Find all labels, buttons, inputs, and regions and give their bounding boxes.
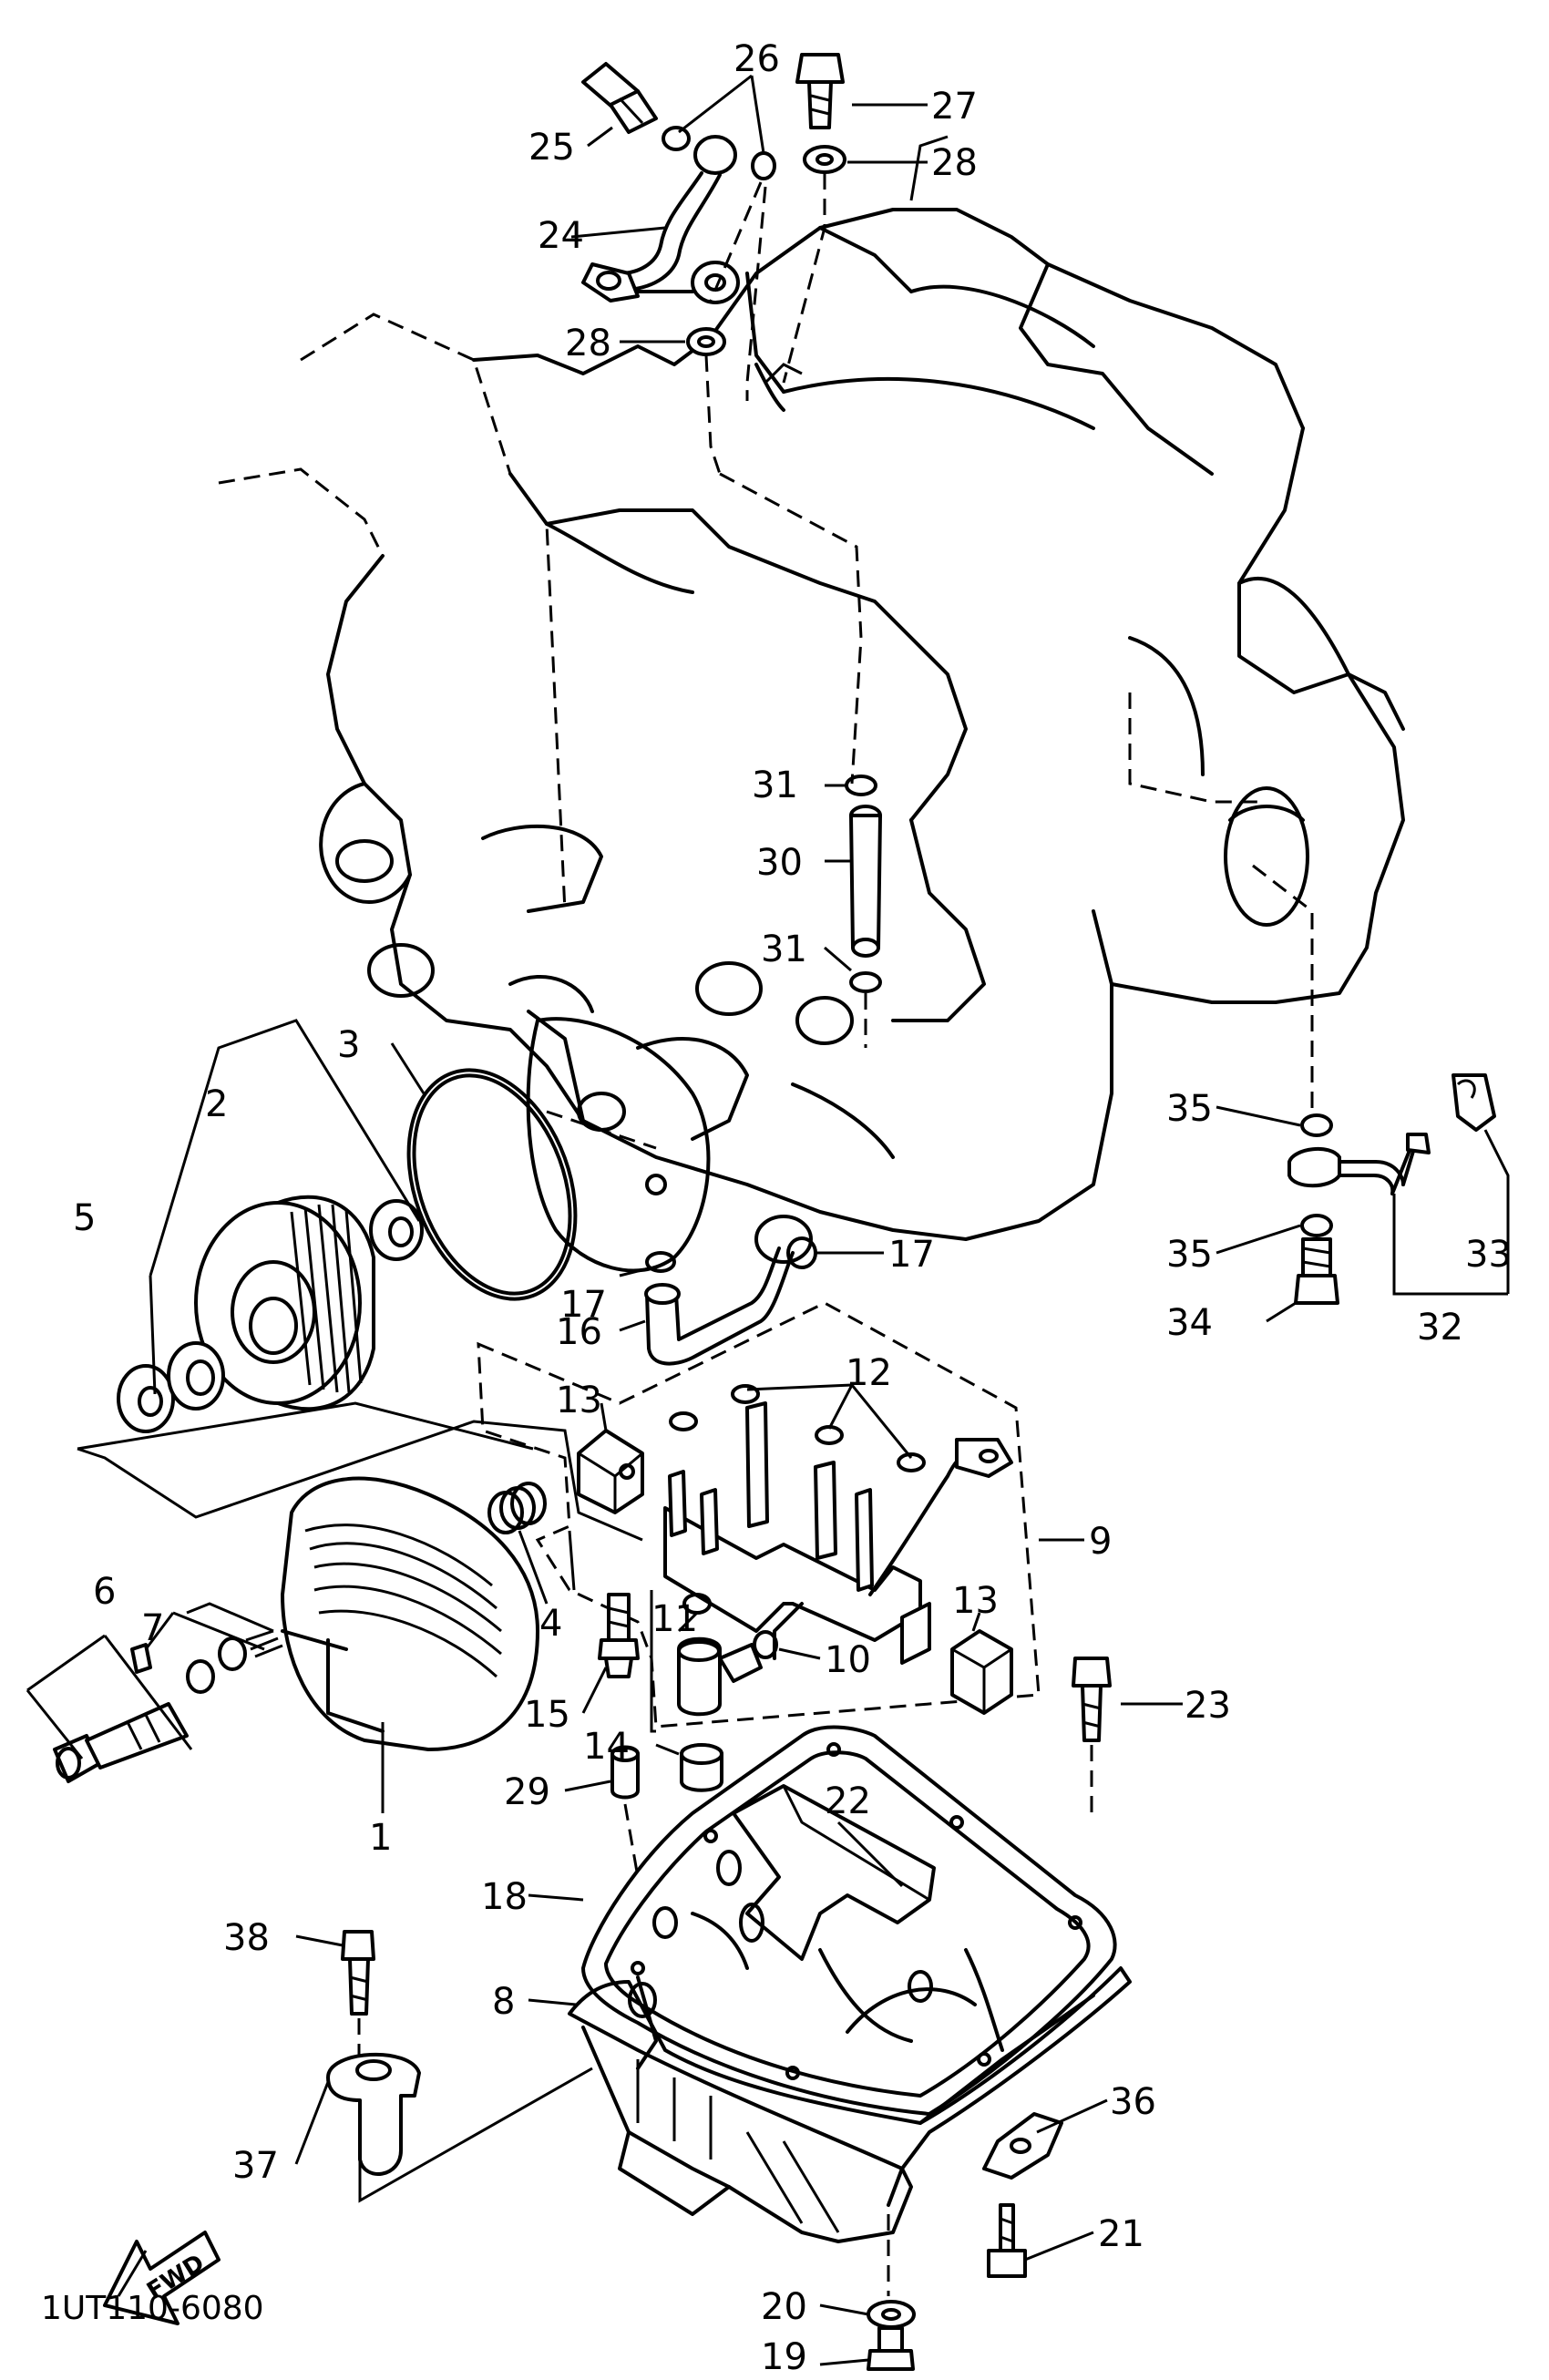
callout-16: 16 [556, 1311, 602, 1353]
oil-pipe-30 [845, 775, 882, 993]
callout-34: 34 [1166, 1302, 1213, 1344]
callout-21: 21 [1098, 2213, 1144, 2255]
callout-20: 20 [761, 2286, 807, 2328]
callout-27: 27 [931, 86, 978, 128]
drain-bolt-19 [867, 2326, 915, 2371]
callout-35-top: 35 [1166, 1088, 1213, 1130]
callout-32: 32 [1417, 1307, 1463, 1349]
baffle-plate-22 [732, 1784, 936, 1961]
callout-13-right: 13 [952, 1580, 999, 1622]
callout-3: 3 [337, 1024, 360, 1066]
callout-labels: 25 26 27 28 24 28 31 30 31 3 2 5 35 35 3… [41, 38, 1512, 2378]
callout-10: 10 [825, 1639, 871, 1681]
callout-19: 19 [761, 2336, 807, 2375]
bolt-21 [987, 2203, 1027, 2278]
callout-33: 33 [1465, 1234, 1512, 1276]
pipe-16 [644, 1246, 795, 1366]
callout-23: 23 [1185, 1685, 1231, 1727]
callout-35-bottom: 35 [1166, 1234, 1213, 1276]
callout-5: 5 [73, 1197, 96, 1239]
o-ring-3 [406, 1068, 578, 1301]
bolt-15 [598, 1593, 640, 1678]
callout-26: 26 [733, 38, 780, 80]
callout-2: 2 [205, 1083, 228, 1125]
strainer-pipe-14 [677, 1636, 723, 1792]
callout-17-left: 17 [560, 1284, 607, 1326]
oil-filter-element-2 [194, 1195, 375, 1411]
gasket-20 [867, 2300, 916, 2329]
collar-13 [577, 1429, 1013, 1715]
oil-filter-cover-1 [281, 1476, 539, 1751]
oil-delivery-pipe-assembly [581, 53, 949, 785]
union-bolt-27 [795, 53, 845, 129]
engine-crankcase [218, 208, 1405, 1273]
oil-pan-8 [568, 1850, 1132, 2243]
oil-hose-assembly-32 [1252, 864, 1431, 1305]
callout-30: 30 [756, 842, 803, 884]
callout-12: 12 [846, 1352, 892, 1394]
callout-6: 6 [93, 1571, 116, 1613]
filter-seal-5 [117, 1199, 424, 1433]
callout-38: 38 [223, 1917, 270, 1959]
cover-37 [326, 2052, 421, 2176]
callout-4: 4 [539, 1603, 562, 1645]
callout-1: 1 [369, 1817, 392, 1859]
leader-lines [294, 74, 1301, 2366]
clamp-33 [1452, 1073, 1496, 1132]
callout-31-bottom: 31 [761, 928, 807, 970]
callout-29: 29 [504, 1771, 550, 1813]
plate-36 [982, 2112, 1063, 2180]
callout-37: 37 [232, 2145, 279, 2187]
bolt-38 [341, 1930, 375, 2016]
callout-28-left: 28 [565, 323, 611, 364]
callout-28-top: 28 [931, 142, 978, 184]
gasket-18 [581, 1725, 1117, 2116]
callout-24: 24 [538, 215, 584, 257]
strainer-outline-9 [477, 1301, 1041, 1729]
dowel-29 [610, 1745, 640, 1800]
callout-13-left: 13 [556, 1380, 602, 1421]
callout-8: 8 [492, 1981, 515, 2023]
bolt-23 [1072, 1657, 1112, 1742]
callout-11: 11 [651, 1598, 698, 1640]
callout-15: 15 [524, 1694, 570, 1736]
filter-bolt-assembly-6 [53, 1629, 283, 1783]
callout-36: 36 [1110, 2081, 1156, 2123]
union-bolt-25 [581, 62, 658, 134]
callout-9: 9 [1089, 1521, 1112, 1563]
callout-14: 14 [583, 1726, 630, 1768]
spring-4 [487, 1482, 547, 1534]
callout-18: 18 [481, 1876, 528, 1918]
oil-strainer-body [663, 1401, 1013, 1665]
callout-25: 25 [528, 127, 575, 169]
callout-17-right: 17 [888, 1234, 935, 1276]
drawing-code: 1UT110-6080 [41, 2290, 264, 2327]
oil-pipe-24 [581, 135, 740, 304]
callout-7: 7 [141, 1607, 164, 1649]
union-10 [718, 1630, 778, 1683]
gasket-28 [686, 145, 846, 356]
callout-22: 22 [825, 1780, 871, 1822]
callout-31-top: 31 [752, 764, 798, 806]
